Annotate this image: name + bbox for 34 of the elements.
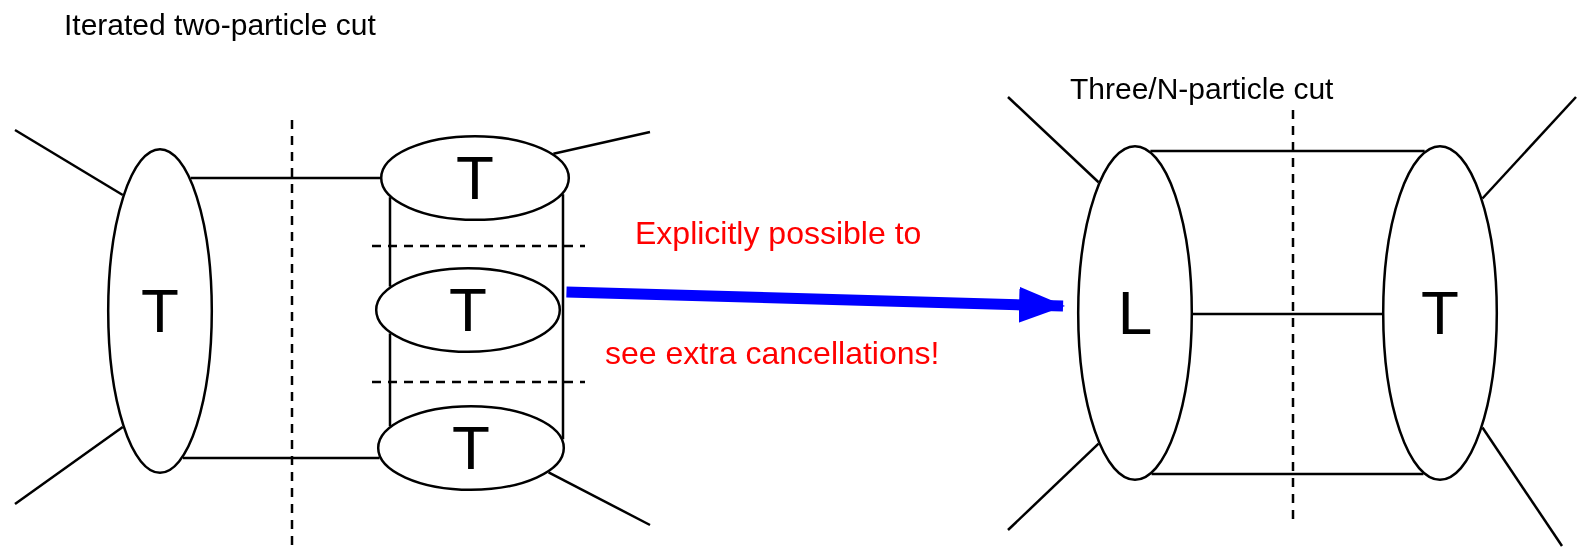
vertex-letter: T bbox=[1421, 282, 1459, 344]
blob-ellipse bbox=[1077, 145, 1193, 481]
particle-line bbox=[548, 471, 651, 527]
particle-line bbox=[553, 130, 651, 155]
particle-line bbox=[1007, 96, 1100, 184]
arrow bbox=[566, 286, 1066, 323]
vertex-letter: T bbox=[449, 279, 487, 341]
vertex-letter: T bbox=[452, 417, 490, 479]
particle-line bbox=[1007, 442, 1100, 531]
blob-ellipse bbox=[107, 148, 213, 474]
particle-line bbox=[182, 456, 380, 460]
particle-line bbox=[561, 194, 565, 310]
particle-line bbox=[14, 128, 124, 197]
diagram-heading: Iterated two-particle cut bbox=[64, 8, 376, 42]
vertex-letter: L bbox=[1117, 282, 1153, 344]
particle-line bbox=[1481, 426, 1564, 547]
diagram-heading: Three/N-particle cut bbox=[1070, 72, 1334, 106]
vertex-letter: T bbox=[456, 147, 494, 209]
blob-ellipse bbox=[375, 267, 561, 353]
particle-line bbox=[1481, 96, 1577, 200]
particle-line bbox=[388, 333, 392, 427]
blob-ellipse bbox=[377, 405, 565, 491]
particle-line bbox=[1150, 149, 1425, 153]
particle-line bbox=[1193, 312, 1382, 316]
blob-ellipse bbox=[1382, 145, 1498, 481]
particle-line bbox=[561, 310, 565, 440]
blob-ellipse bbox=[380, 135, 570, 221]
vertex-letter: T bbox=[141, 280, 179, 342]
annotation-text: see extra cancellations! bbox=[605, 335, 940, 372]
annotation-text: Explicitly possible to bbox=[635, 215, 922, 252]
particle-line bbox=[1151, 472, 1424, 476]
particle-line bbox=[388, 197, 392, 287]
particle-line bbox=[14, 425, 124, 505]
particle-line bbox=[190, 176, 380, 180]
